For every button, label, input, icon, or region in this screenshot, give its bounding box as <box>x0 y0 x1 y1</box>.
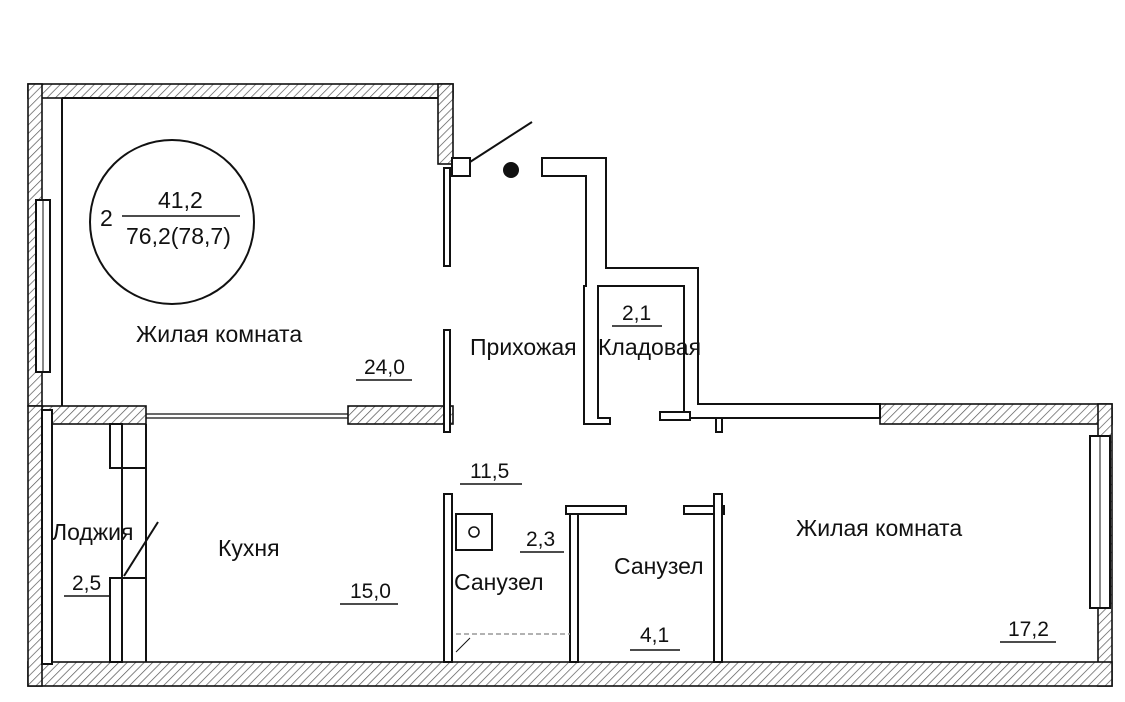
hallway-area: 11,5 <box>470 460 509 483</box>
hallway-name: Прихожая <box>470 334 577 360</box>
badge-total-area: 76,2(78,7) <box>126 223 231 249</box>
loggia-name: Лоджия <box>52 519 134 545</box>
living-room-2-name: Жилая комната <box>796 515 962 541</box>
storage-name: Кладовая <box>598 334 701 360</box>
entry-door <box>469 121 533 178</box>
kitchen-area: 15,0 <box>350 580 391 603</box>
bathroom-1-area: 2,3 <box>526 528 555 551</box>
storage-area: 2,1 <box>622 302 651 325</box>
doorbell-icon <box>503 162 519 178</box>
bathroom-1-name: Санузел <box>454 569 544 595</box>
living-room-1-name: Жилая комната <box>136 321 302 347</box>
badge-living-area: 41,2 <box>158 187 203 213</box>
windows <box>35 199 1111 665</box>
badge-rooms: 2 <box>100 205 113 231</box>
living-room-1-area: 24,0 <box>364 356 405 379</box>
area-badge: 2 41,2 76,2(78,7) <box>89 139 255 305</box>
room-labels: Жилая комната 24,0 Прихожая 11,5 Кладова… <box>52 302 1056 651</box>
living-room-2-area: 17,2 <box>1008 618 1049 641</box>
bathroom-2-area: 4,1 <box>640 624 669 647</box>
loggia-area: 2,5 <box>72 572 101 595</box>
interior-walls <box>61 97 881 663</box>
bathroom-2-name: Санузел <box>614 553 704 579</box>
kitchen-name: Кухня <box>218 535 280 561</box>
exterior-walls <box>27 83 1113 687</box>
